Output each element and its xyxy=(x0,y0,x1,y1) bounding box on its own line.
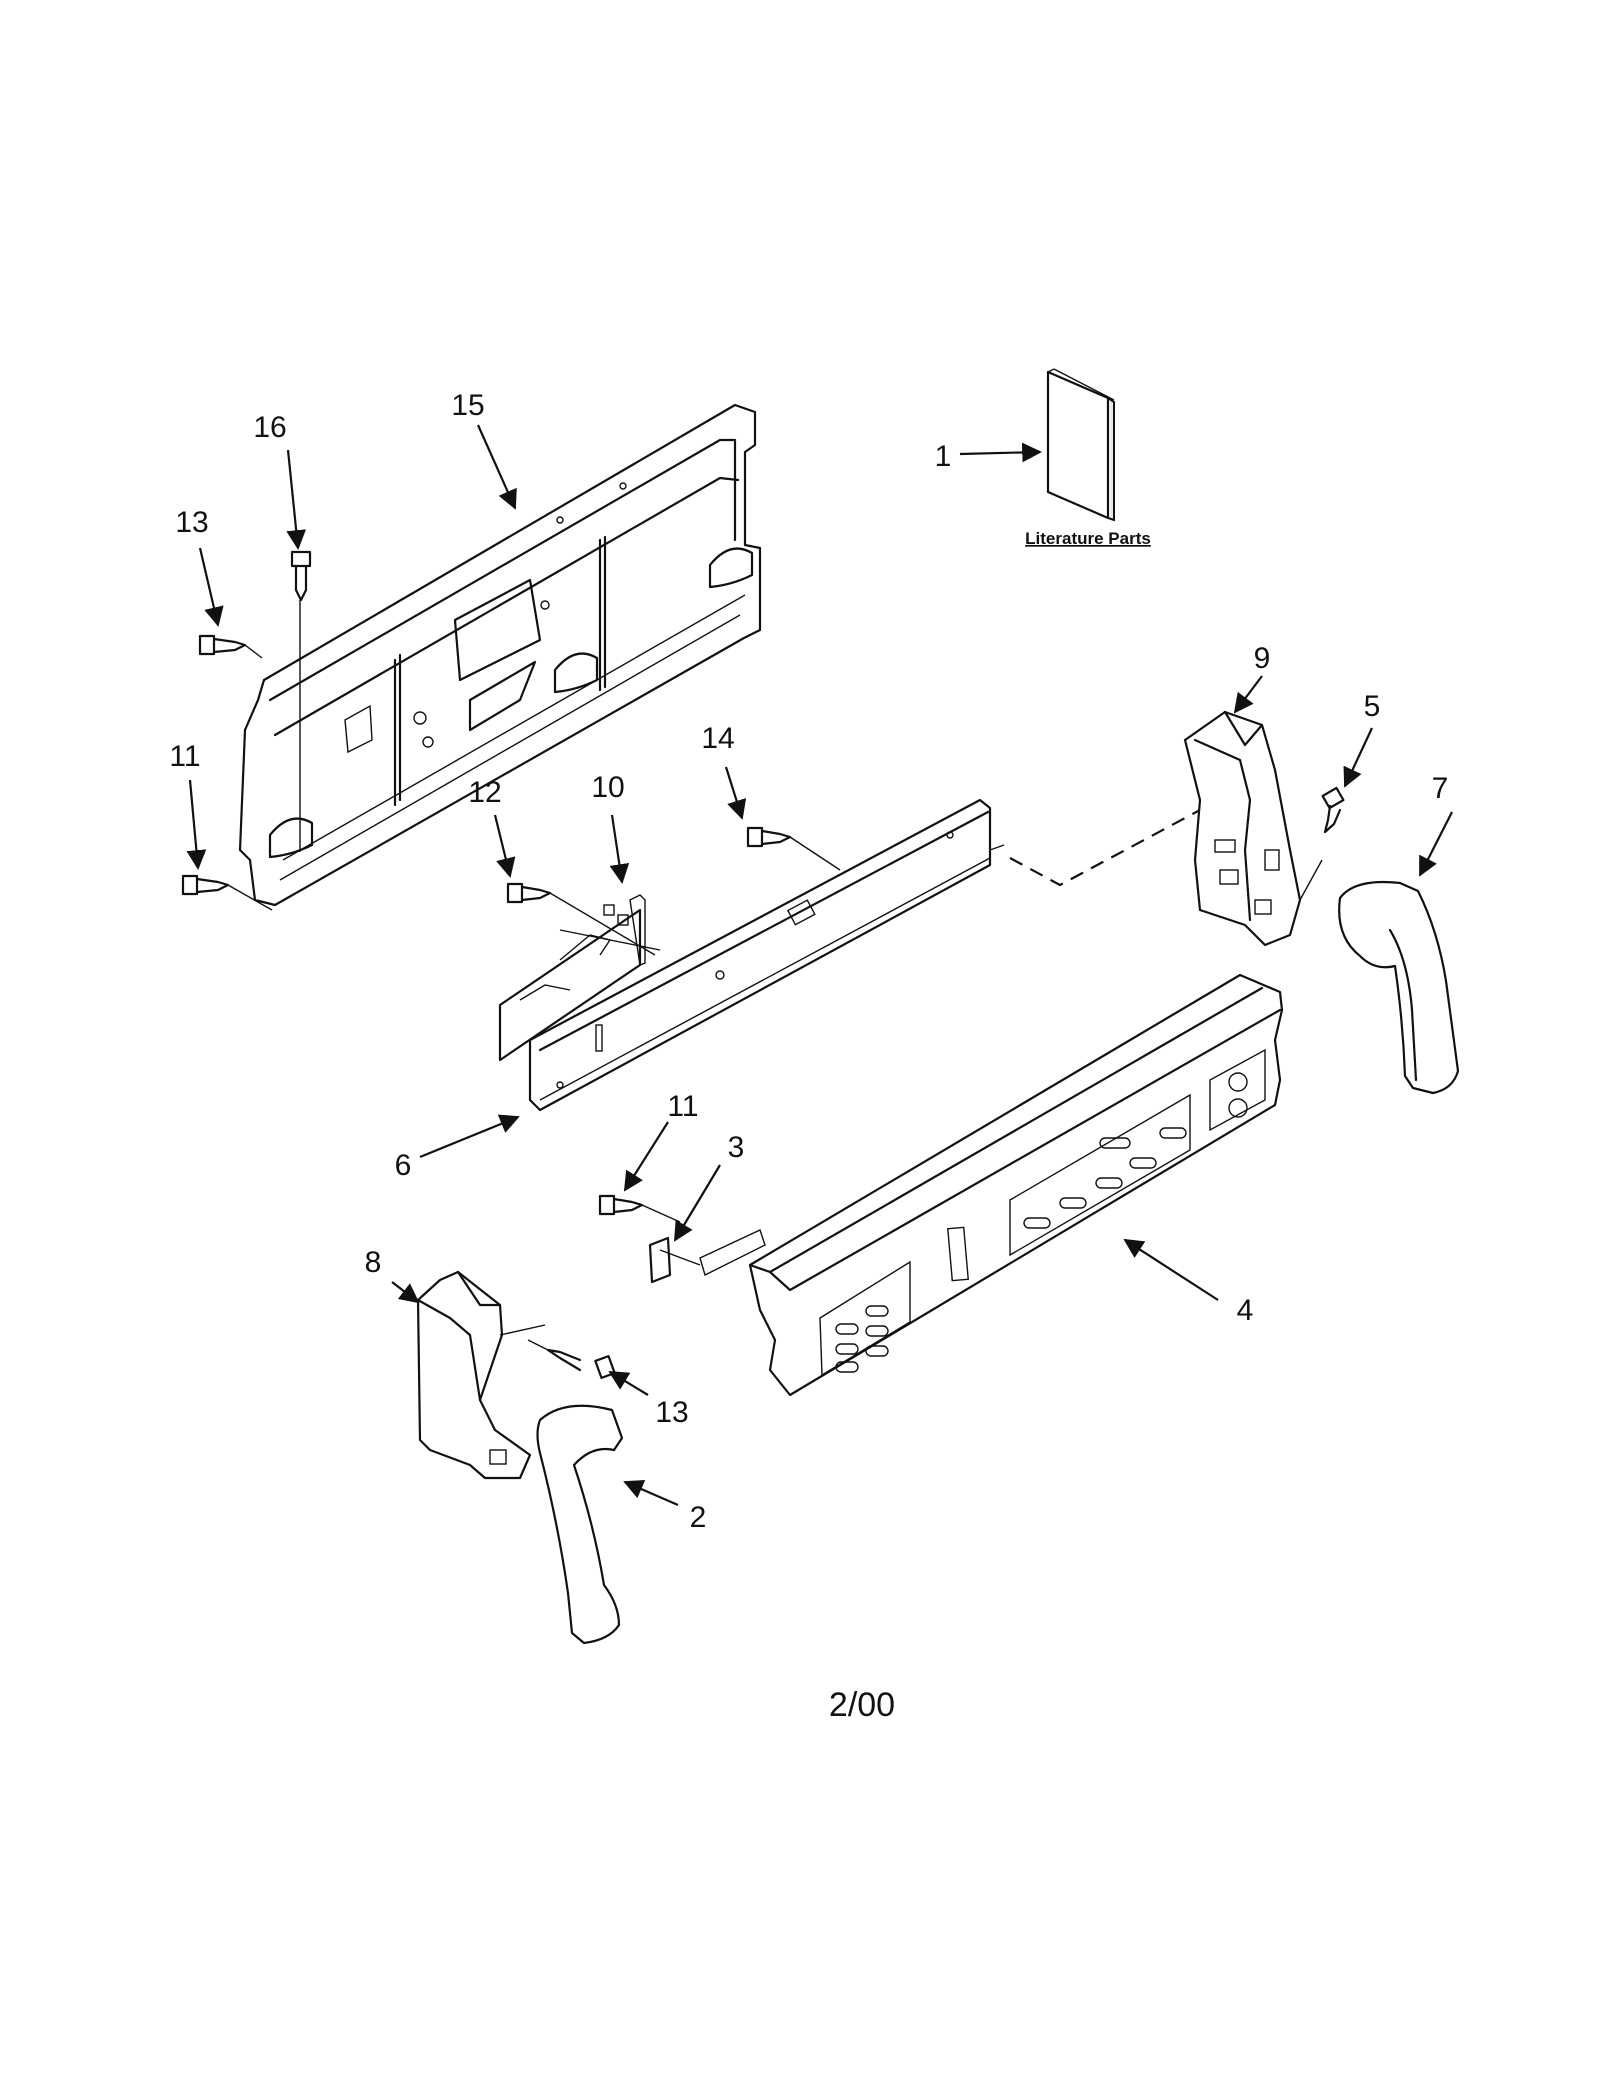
mounting-rail xyxy=(528,798,1005,1112)
callout-11-middle: 11 xyxy=(667,1090,698,1123)
screw-11-left xyxy=(181,874,273,911)
callout-5: 5 xyxy=(1364,690,1381,723)
callout-2: 2 xyxy=(690,1501,707,1534)
screw-16 xyxy=(290,550,312,852)
panel-clip xyxy=(648,1236,701,1284)
screw-14 xyxy=(746,826,841,871)
callout-14: 14 xyxy=(701,722,734,755)
literature-booklet xyxy=(1046,368,1115,522)
callout-12: 12 xyxy=(468,776,501,809)
control-board xyxy=(498,894,661,1062)
screw-11-middle xyxy=(598,1194,681,1223)
leader-lines xyxy=(186,424,1453,1507)
callout-11: 11 xyxy=(169,740,200,773)
callout-4: 4 xyxy=(1237,1294,1254,1327)
console-rear-frame xyxy=(238,403,762,907)
end-trim-right xyxy=(1338,880,1460,1095)
callout-9: 9 xyxy=(1254,642,1271,675)
callout-7: 7 xyxy=(1432,772,1449,805)
control-panel-main xyxy=(699,973,1284,1397)
screw-12 xyxy=(506,882,656,956)
callout-16: 16 xyxy=(253,411,286,444)
date-code: 2/00 xyxy=(829,1686,895,1724)
callout-1: 1 xyxy=(935,440,952,473)
dashed-connector xyxy=(1009,809,1201,887)
callout-13: 13 xyxy=(175,506,208,539)
callout-8: 8 xyxy=(365,1246,382,1279)
screw-5 xyxy=(1321,786,1345,834)
literature-parts-label: Literature Parts xyxy=(1025,529,1151,548)
screw-13-upper xyxy=(198,634,263,659)
callout-13-lower: 13 xyxy=(655,1396,688,1429)
callout-10: 10 xyxy=(591,771,624,804)
end-cap-bracket-left xyxy=(416,1270,546,1480)
end-trim-left xyxy=(536,1404,624,1645)
end-cap-bracket-right xyxy=(1183,710,1323,947)
callout-6: 6 xyxy=(395,1149,412,1182)
callout-15: 15 xyxy=(451,389,484,422)
screw-13-lower xyxy=(527,1339,616,1379)
callout-3: 3 xyxy=(728,1131,745,1164)
callout-labels: 1 16 15 13 11 12 10 14 9 5 7 6 11 3 4 8 … xyxy=(169,389,1448,1534)
